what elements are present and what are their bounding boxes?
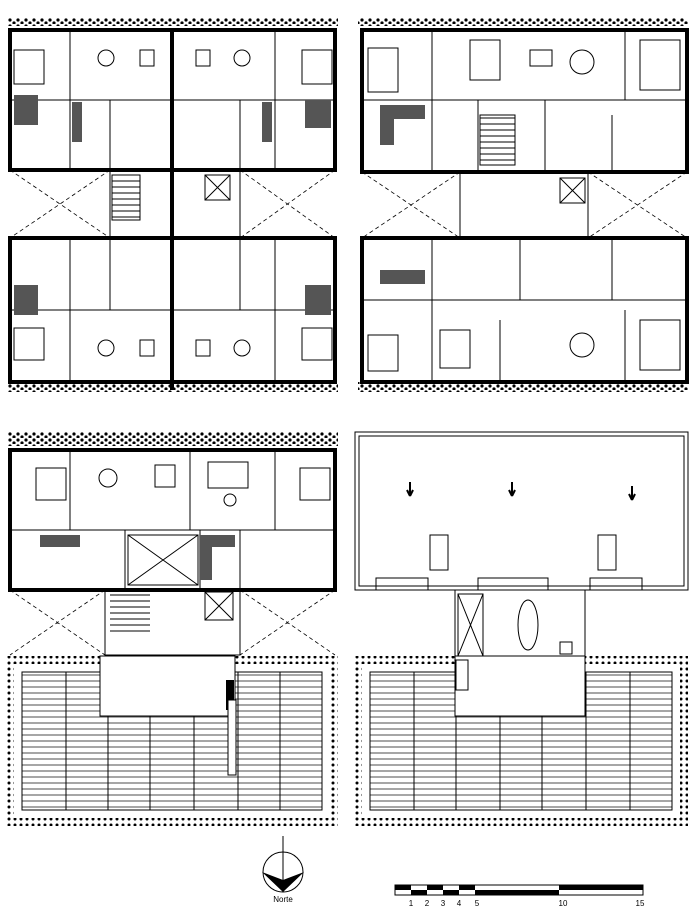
scale-tick-3: 3: [441, 899, 446, 908]
north-arrow-label: Norte: [273, 895, 293, 904]
scale-tick-15: 15: [636, 899, 645, 908]
plan-typical-floor: [8, 18, 338, 392]
scale-tick-10: 10: [559, 899, 568, 908]
plan-ground-floor: [6, 432, 338, 826]
north-arrow: Norte: [262, 836, 304, 904]
plan-alt-floor: [358, 18, 689, 392]
plan-roof: [354, 431, 689, 826]
scale-tick-1: 1: [409, 899, 414, 908]
scale-bar: 1 2 3 4 5 10 15: [394, 884, 645, 908]
scale-tick-5: 5: [475, 899, 480, 908]
scale-tick-2: 2: [425, 899, 430, 908]
scale-tick-4: 4: [457, 899, 462, 908]
